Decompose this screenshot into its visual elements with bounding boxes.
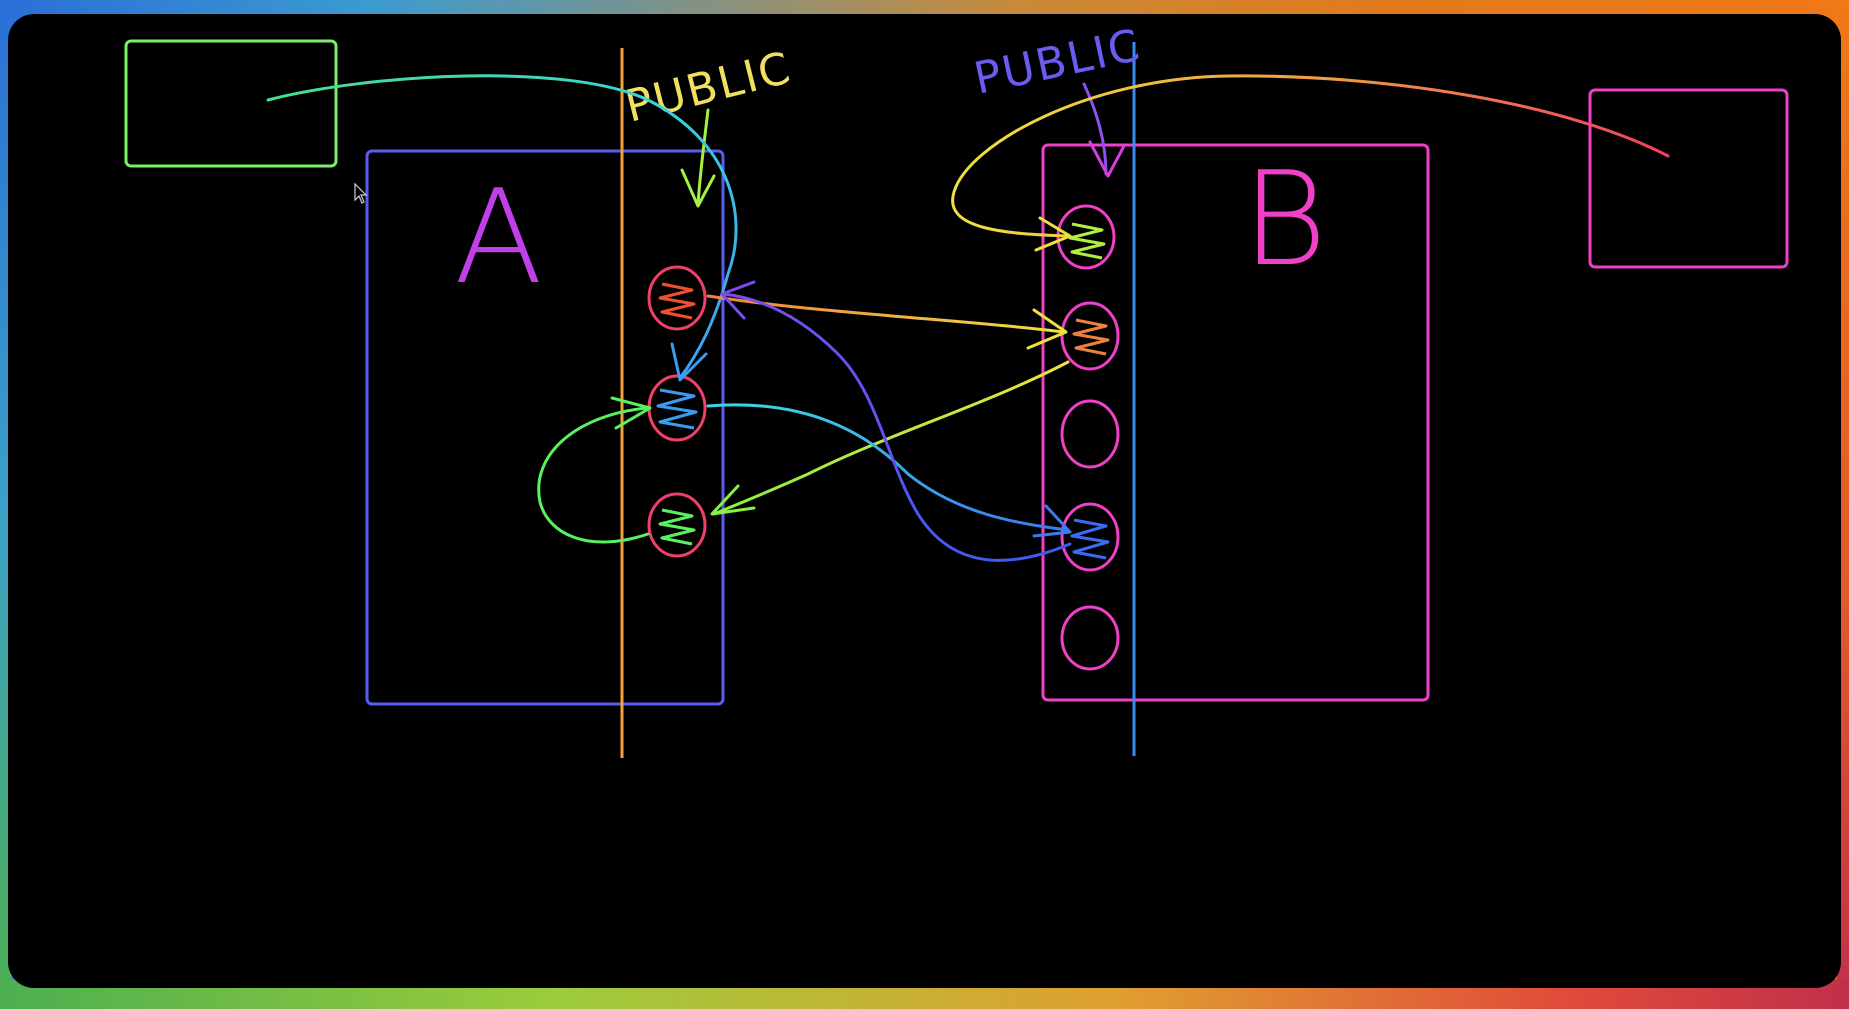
object-a-label: A: [454, 161, 543, 313]
connector-b4-to-a1: [722, 292, 1072, 562]
object-b-label: B: [1242, 143, 1327, 295]
public-label-b: PUBLIC: [970, 20, 1146, 105]
connector-external-right-arrowhead: [1034, 216, 1072, 252]
method-a-1: [647, 265, 707, 331]
method-b-3: [1060, 399, 1120, 469]
connector-external-right-to-b1: [951, 74, 1670, 238]
connector-external-left-to-a2: [266, 74, 738, 380]
public-b-arrow: [1082, 82, 1108, 176]
scribble-b-2: [1072, 318, 1110, 356]
scribble-a-2: [656, 388, 698, 430]
drawing-canvas[interactable]: A B PUBLIC PUBLIC: [8, 14, 1841, 988]
connector-a3-to-a2: [537, 406, 650, 544]
object-a-box: [365, 149, 725, 706]
connector-a2-to-b4-arrowhead: [1032, 504, 1072, 538]
external-right-box: [1588, 88, 1789, 269]
connector-a2-to-b4: [706, 403, 1070, 532]
mouse-cursor-icon: [354, 182, 368, 204]
connector-a3-to-a2-arrowhead: [610, 396, 652, 430]
scribble-b-4: [1070, 518, 1110, 560]
public-a-arrow: [696, 108, 710, 206]
method-a-3: [647, 492, 707, 558]
connector-b4-to-a1-arrowhead: [720, 280, 756, 320]
scribble-a-3: [658, 508, 696, 546]
connector-external-left-arrowhead: [670, 342, 708, 382]
connector-b2-to-a3-arrowhead: [710, 484, 756, 516]
public-label-a: PUBLIC: [620, 42, 796, 132]
method-b-4: [1060, 502, 1120, 572]
scribble-b-1: [1068, 222, 1106, 260]
public-a-arrowhead: [680, 168, 716, 208]
method-b-2: [1060, 301, 1120, 371]
external-left-box: [124, 39, 338, 168]
method-b-5: [1060, 605, 1120, 671]
drawing-board[interactable]: A B PUBLIC PUBLIC: [8, 14, 1841, 988]
scribble-a-1: [658, 282, 696, 320]
object-b-box: [1041, 143, 1430, 702]
connector-a1-to-b2-arrowhead: [1026, 308, 1068, 350]
public-b-arrowhead: [1088, 140, 1126, 178]
connector-b2-to-a3: [712, 360, 1070, 516]
